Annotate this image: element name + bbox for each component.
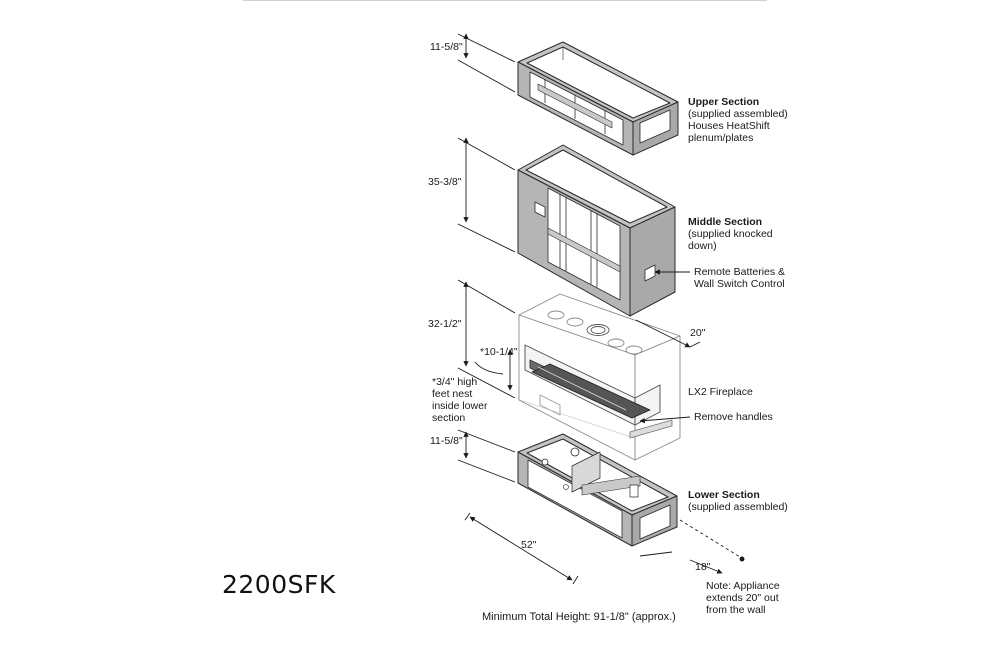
lower-height-dimension: 11-5/8" bbox=[430, 435, 463, 447]
remote-batteries-callout: Remote Batteries & Wall Switch Control bbox=[694, 266, 785, 290]
note-line-3: from the wall bbox=[706, 604, 766, 616]
minimum-height-caption: Minimum Total Height: 91-1/8" (approx.) bbox=[482, 611, 676, 623]
lower-section-label: Lower Section (supplied assembled) bbox=[688, 489, 788, 513]
middle-height-dimension: 35-3/8" bbox=[428, 176, 462, 188]
middle-section-frame bbox=[517, 144, 676, 317]
note-line-1: Note: Appliance bbox=[706, 580, 780, 592]
upper-section-line-2: Houses HeatShift bbox=[688, 120, 770, 132]
model-name: 2200SFK bbox=[222, 570, 336, 599]
middle-depth-dimension: 20" bbox=[690, 327, 706, 339]
feet-callout-line-4: section bbox=[432, 412, 466, 424]
lower-section-line-1: (supplied assembled) bbox=[688, 501, 788, 513]
middle-section-title: Middle Section bbox=[688, 216, 763, 228]
feet-callout-line-3: inside lower bbox=[432, 400, 488, 412]
appliance-note: Note: Appliance extends 20" out from the… bbox=[706, 580, 780, 616]
upper-section-frame bbox=[517, 41, 679, 156]
note-line-2: extends 20" out bbox=[706, 592, 779, 604]
top-rule bbox=[243, 0, 767, 1]
upper-section-line-1: (supplied assembled) bbox=[688, 108, 788, 120]
dimension-lines bbox=[457, 33, 746, 585]
upper-section-title: Upper Section bbox=[688, 96, 760, 108]
fireplace-label: LX2 Fireplace bbox=[688, 386, 753, 398]
upper-section-line-3: plenum/plates bbox=[688, 132, 754, 144]
lower-section-title: Lower Section bbox=[688, 489, 760, 501]
remote-callout-line-1: Remote Batteries & bbox=[694, 266, 786, 278]
remove-handles-text: Remove handles bbox=[694, 411, 773, 423]
remote-callout-line-2: Wall Switch Control bbox=[694, 278, 785, 290]
feet-callout-line-2: feet nest bbox=[432, 388, 473, 400]
feet-callout-line-1: *3/4" high bbox=[432, 376, 478, 388]
middle-section-line-1: (supplied knocked bbox=[688, 228, 773, 240]
fireplace-title: LX2 Fireplace bbox=[688, 386, 753, 398]
upper-section-label: Upper Section (supplied assembled) House… bbox=[688, 96, 788, 144]
remove-handles-callout: Remove handles bbox=[694, 411, 773, 423]
lower-section-frame bbox=[517, 433, 678, 547]
middle-section-line-2: down) bbox=[688, 240, 717, 252]
width-dimension: 52" bbox=[521, 539, 537, 551]
fireplace-height-dimension: 32-1/2" bbox=[428, 318, 462, 330]
lower-depth-dimension: 18" bbox=[695, 561, 711, 573]
fireplace-unit bbox=[518, 293, 681, 461]
feet-nest-callout: *3/4" high feet nest inside lower sectio… bbox=[432, 376, 487, 424]
upper-height-dimension: 11-5/8" bbox=[430, 41, 463, 53]
middle-section-label: Middle Section (supplied knocked down) bbox=[688, 216, 773, 252]
nest-height-dimension: *10-1/4" bbox=[480, 346, 518, 358]
